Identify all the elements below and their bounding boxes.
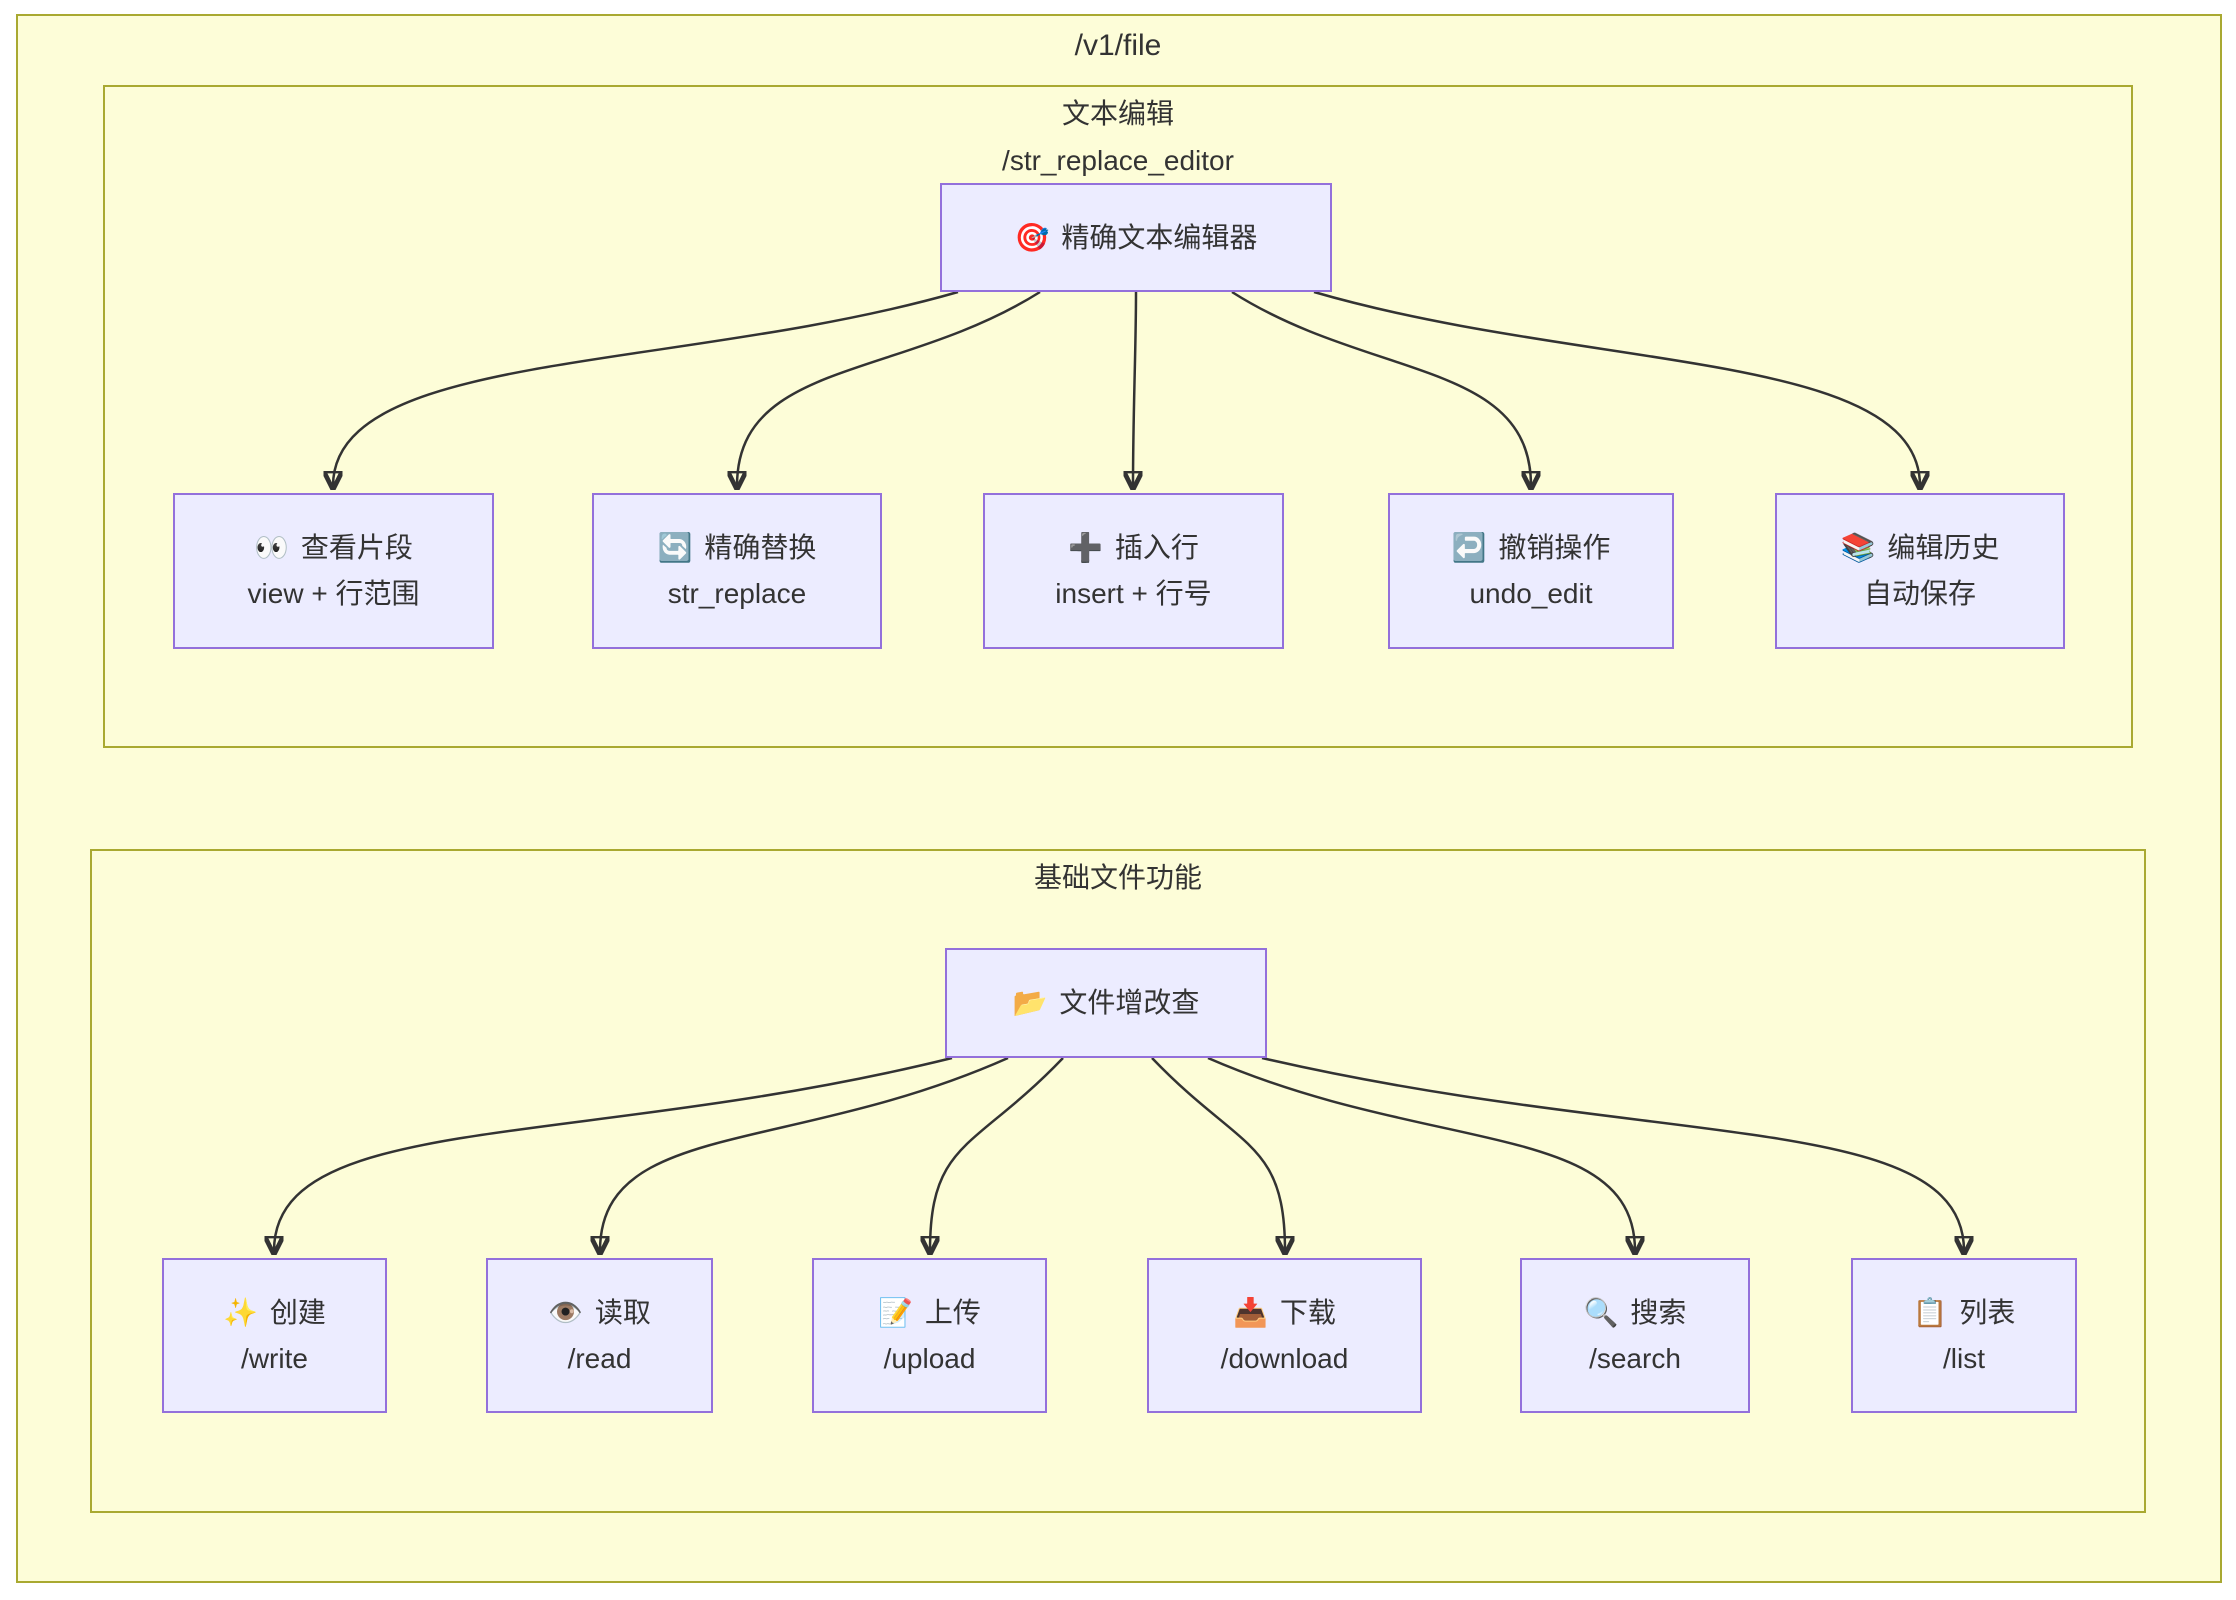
- node-undo-edit-line2: undo_edit: [1469, 578, 1593, 609]
- node-read: 👁️ 读取 /read: [486, 1258, 713, 1413]
- node-upload-line1: 上传: [924, 1296, 981, 1328]
- node-edit-history-line1: 编辑历史: [1887, 532, 2000, 563]
- node-upload: 📝 上传 /upload: [812, 1258, 1047, 1413]
- node-list-line2: /list: [1943, 1342, 1985, 1374]
- node-file-crud-root-label: 文件增改查: [1059, 987, 1200, 1018]
- node-write-line1: 创建: [269, 1296, 326, 1328]
- folder-icon: 📂: [1012, 987, 1048, 1018]
- node-undo-edit: ↩️ 撤销操作 undo_edit: [1388, 493, 1674, 649]
- target-icon: 🎯: [1014, 221, 1050, 253]
- node-insert-line1: 插入行: [1114, 532, 1199, 563]
- subgraph-text-edit-title-line2: /str_replace_editor: [1002, 145, 1234, 176]
- clipboard-icon: 📋: [1912, 1296, 1948, 1328]
- refresh-icon: 🔄: [657, 532, 693, 563]
- node-file-crud-root: 📂 文件增改查: [945, 948, 1267, 1058]
- node-view: 👀 查看片段 view + 行范围: [173, 493, 494, 649]
- node-undo-edit-line1: 撤销操作: [1498, 532, 1611, 563]
- node-download-line2: /download: [1220, 1342, 1349, 1374]
- undo-arrow-icon: ↩️: [1451, 532, 1487, 563]
- node-view-line1: 查看片段: [300, 532, 413, 563]
- eyes-icon: 👀: [254, 532, 289, 563]
- node-text-editor-root-label: 精确文本编辑器: [1061, 221, 1258, 253]
- node-search-line1: 搜索: [1630, 1296, 1687, 1328]
- node-str-replace-line1: 精确替换: [704, 532, 817, 563]
- node-list: 📋 列表 /list: [1851, 1258, 2077, 1413]
- node-text-editor-root: 🎯 精确文本编辑器: [940, 183, 1332, 292]
- node-upload-line2: /upload: [883, 1342, 976, 1374]
- node-list-line1: 列表: [1959, 1296, 2016, 1328]
- plus-icon: ➕: [1068, 532, 1103, 563]
- subgraph-v1-file-title: /v1/file: [1074, 29, 1162, 62]
- subgraph-text-edit-title-line1: 文本编辑: [1061, 98, 1174, 129]
- books-icon: 📚: [1840, 532, 1876, 563]
- node-search: 🔍 搜索 /search: [1520, 1258, 1750, 1413]
- node-insert-line2: insert + 行号: [1055, 578, 1212, 609]
- node-view-line2: view + 行范围: [247, 578, 420, 609]
- node-str-replace: 🔄 精确替换 str_replace: [592, 493, 882, 649]
- sparkles-icon: ✨: [223, 1296, 258, 1328]
- node-str-replace-line2: str_replace: [667, 578, 807, 609]
- node-read-line2: /read: [567, 1342, 632, 1374]
- node-read-line1: 读取: [594, 1296, 651, 1328]
- node-search-line2: /search: [1589, 1342, 1681, 1374]
- node-download: 📥 下载 /download: [1147, 1258, 1422, 1413]
- node-edit-history-line2: 自动保存: [1863, 578, 1976, 609]
- memo-icon: 📝: [878, 1296, 913, 1328]
- node-write-line2: /write: [241, 1342, 308, 1374]
- node-write: ✨ 创建 /write: [162, 1258, 387, 1413]
- subgraph-basic-file-title: 基础文件功能: [1033, 862, 1202, 893]
- node-insert: ➕ 插入行 insert + 行号: [983, 493, 1284, 649]
- eye-icon: 👁️: [548, 1296, 583, 1328]
- inbox-tray-icon: 📥: [1233, 1296, 1268, 1328]
- node-edit-history: 📚 编辑历史 自动保存: [1775, 493, 2065, 649]
- node-download-line1: 下载: [1279, 1296, 1336, 1328]
- magnifier-icon: 🔍: [1583, 1296, 1619, 1328]
